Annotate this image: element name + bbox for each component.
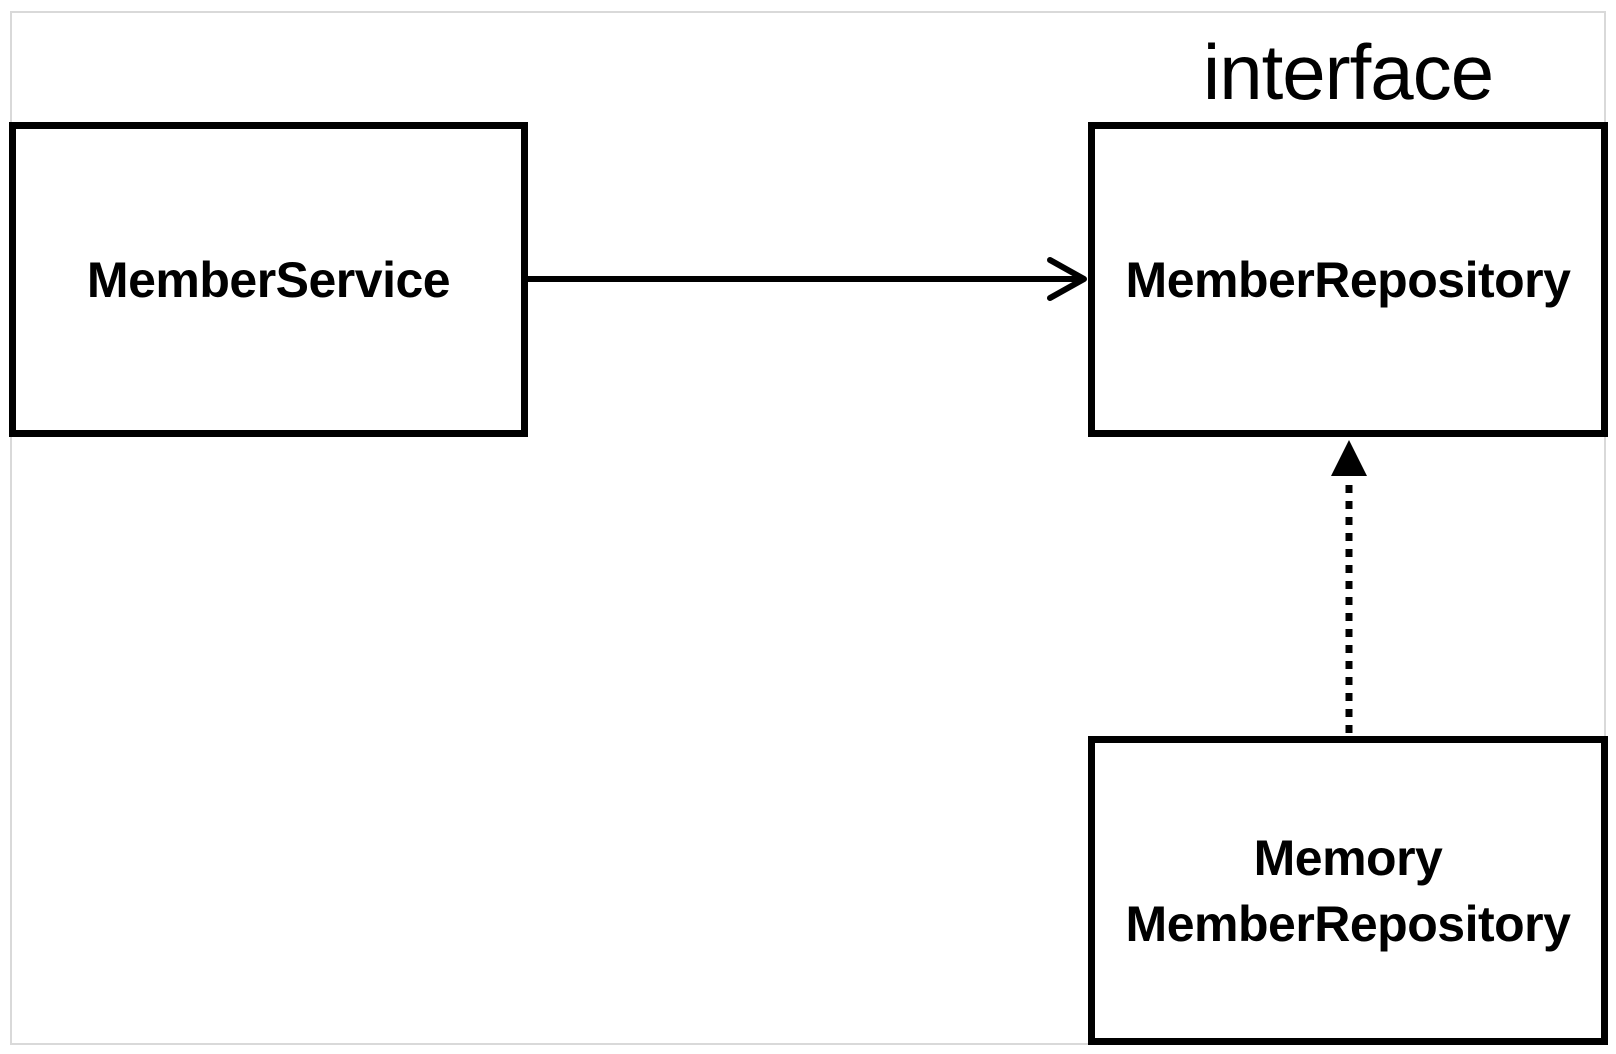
member-service-label: MemberService bbox=[86, 251, 451, 308]
member-repository-box[interactable]: MemberRepository bbox=[1088, 122, 1608, 437]
memory-member-repository-label-line1: Memory bbox=[1253, 829, 1443, 886]
interface-stereotype-label: interface bbox=[1202, 28, 1494, 116]
memory-member-repository-box[interactable]: Memory MemberRepository bbox=[1088, 736, 1608, 1045]
memory-member-repository-label-line2: MemberRepository bbox=[1125, 895, 1571, 952]
memory-member-repository-label: Memory MemberRepository bbox=[1126, 825, 1571, 957]
member-service-box[interactable]: MemberService bbox=[9, 122, 528, 437]
member-repository-label: MemberRepository bbox=[1125, 251, 1571, 308]
